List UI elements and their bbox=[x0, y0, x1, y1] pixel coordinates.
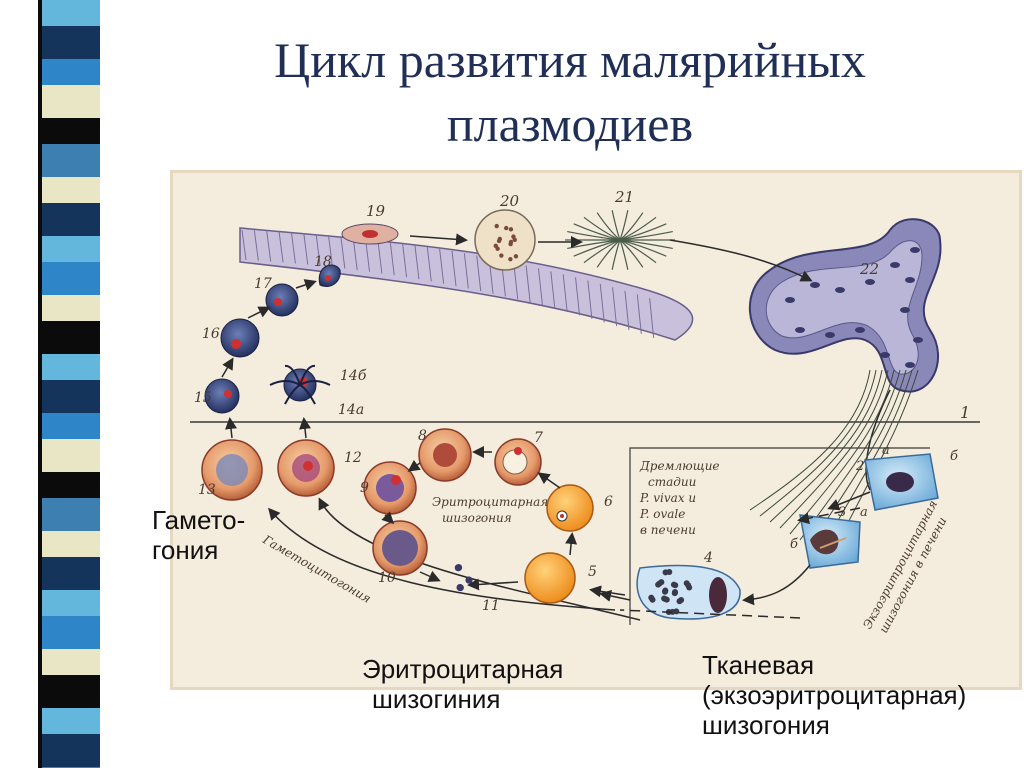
label-stage-2: 2 bbox=[855, 459, 864, 474]
decorative-stripe-bar bbox=[0, 0, 100, 768]
label-stage-9: 9 bbox=[360, 480, 369, 496]
malaria-life-cycle-diagram: 1 19 20 21 22 bbox=[170, 170, 1022, 690]
caption-erythrocytic: Эритроцитарная шизогиния bbox=[362, 654, 564, 714]
label-stage-16: 16 bbox=[202, 326, 220, 342]
liver-stages bbox=[599, 453, 939, 620]
sporozoite-burst bbox=[565, 210, 675, 270]
label-stage-18: 18 bbox=[314, 254, 332, 270]
title-line-1: Цикл развития малярийных bbox=[274, 32, 866, 88]
label-stage-4: 4 bbox=[703, 550, 713, 566]
label-stage-22: 22 bbox=[859, 260, 879, 278]
caption-gametogony: Гамето- гония bbox=[152, 505, 246, 565]
label-stage-21: 21 bbox=[614, 188, 634, 206]
mosquito-gut-epithelium bbox=[239, 227, 694, 341]
label-stage-3: 3 bbox=[838, 505, 846, 520]
label-stage-12: 12 bbox=[344, 450, 362, 466]
label-dormant-3: P. vivax и bbox=[639, 491, 696, 505]
label-stage-19: 19 bbox=[366, 202, 386, 220]
label-stage-13: 13 bbox=[198, 482, 216, 498]
label-stage-1: 1 bbox=[960, 403, 970, 422]
label-stage-7: 7 bbox=[534, 430, 543, 446]
label-stage-10: 10 bbox=[378, 570, 396, 586]
label-sub-b2: б bbox=[790, 537, 798, 552]
label-stage-5: 5 bbox=[588, 564, 597, 580]
label-stage-17: 17 bbox=[254, 276, 272, 292]
title-line-2: плазмодиев bbox=[446, 96, 694, 152]
label-sub-a2: а bbox=[860, 505, 868, 520]
label-stage-8: 8 bbox=[418, 428, 427, 444]
erythrocytic-cycle bbox=[363, 428, 626, 604]
slide-title: Цикл развития малярийных плазмодиев bbox=[150, 28, 990, 156]
label-dormant-4: P. ovale bbox=[639, 507, 685, 521]
label-erythro-line-2: шизогония bbox=[442, 511, 512, 525]
dormant-stages-box bbox=[629, 447, 930, 625]
label-stage-15: 15 bbox=[194, 390, 212, 406]
label-sub-b1: б bbox=[950, 449, 958, 464]
label-sub-a1: а bbox=[882, 443, 890, 458]
label-stage-14b: 14б bbox=[340, 368, 367, 384]
label-dormant-1: Дремлющие bbox=[639, 459, 720, 473]
oocyst-mature bbox=[474, 209, 536, 271]
label-stage-11: 11 bbox=[482, 598, 500, 614]
label-stage-14a: 14а bbox=[338, 402, 364, 418]
label-dormant-5: в печени bbox=[640, 523, 696, 537]
label-erythro-line-1: Эритроцитарная bbox=[432, 495, 548, 509]
label-stage-6: 6 bbox=[604, 494, 613, 510]
label-dormant-2: стадии bbox=[648, 475, 696, 489]
label-stage-20: 20 bbox=[499, 192, 520, 210]
mosquito-stages bbox=[204, 264, 341, 414]
caption-tissue: Тканевая (экзоэритроцитарная) шизогония bbox=[702, 650, 967, 740]
